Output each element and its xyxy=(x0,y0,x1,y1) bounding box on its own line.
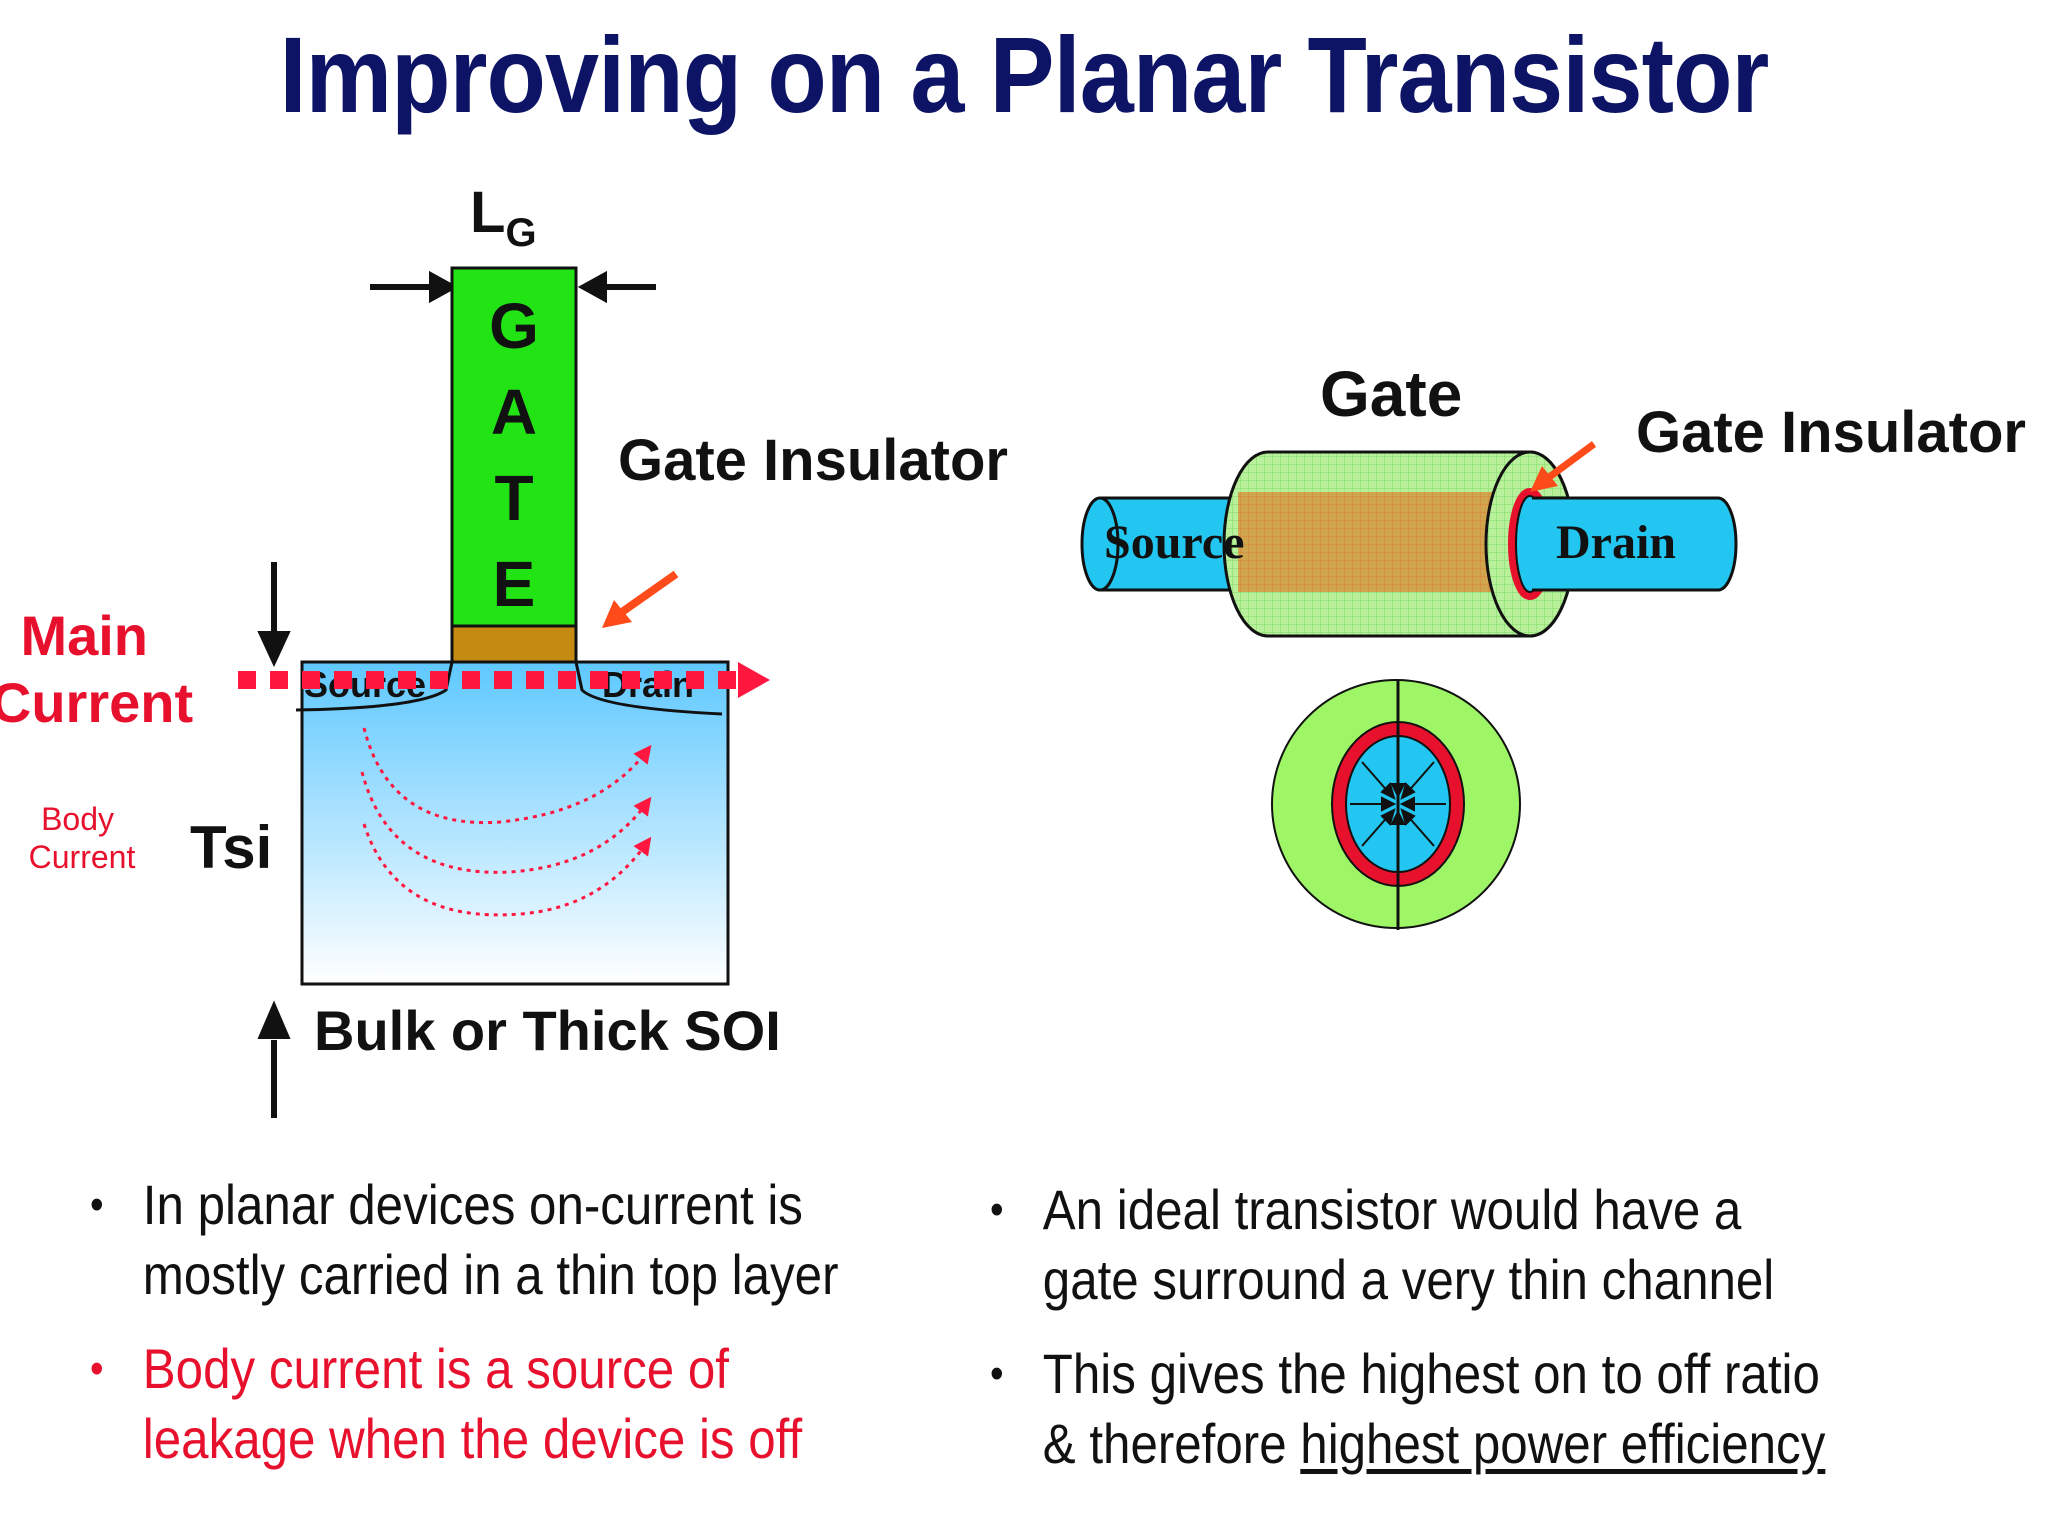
gate-letter: T xyxy=(494,462,533,534)
source-junction xyxy=(295,661,454,712)
surround-insulator-arrow-icon xyxy=(1530,441,1597,492)
gate-insulator-block xyxy=(450,624,578,664)
lg-label: LG xyxy=(470,180,537,255)
surround-source-label: Source xyxy=(1104,516,1244,569)
main-current-label: Main Current xyxy=(0,604,193,734)
lg-arrows xyxy=(370,270,656,304)
page-title: Improving on a Planar Transistor xyxy=(279,14,1770,135)
silicon-body xyxy=(300,660,730,986)
tsi-arrows xyxy=(257,562,291,1118)
surround-gate-label: Gate xyxy=(1320,358,1462,430)
surround-drain-label: Drain xyxy=(1556,516,1676,569)
cross-section xyxy=(1271,679,1521,930)
planar-transistor: LG G A T E Gate Insulator Source xyxy=(0,180,1008,1118)
body-current-label: Body Current xyxy=(29,801,136,875)
insulator-arrow-icon xyxy=(602,570,679,628)
gate-letter: E xyxy=(493,548,536,620)
bullet-on-off-ratio: This gives the highest on to off ratio& … xyxy=(990,1339,1914,1479)
main-current-arrowhead xyxy=(738,662,770,698)
gate-block xyxy=(450,266,578,628)
body-current-arrows xyxy=(360,727,652,917)
tsi-label: Tsi xyxy=(190,814,272,881)
drain-junction xyxy=(574,661,723,716)
gate-channel-region xyxy=(1238,492,1530,592)
gate-letter: G xyxy=(489,290,539,362)
surround-insulator-label: Gate Insulator xyxy=(1636,400,2026,465)
drain-label: Drain xyxy=(602,664,694,705)
gate-letter: A xyxy=(491,376,537,448)
bulk-label: Bulk or Thick SOI xyxy=(314,999,781,1062)
gate-insulator-label: Gate Insulator xyxy=(618,428,1008,493)
surround-transistor: Gate Gate Insulator Source Drain xyxy=(1080,358,2026,930)
